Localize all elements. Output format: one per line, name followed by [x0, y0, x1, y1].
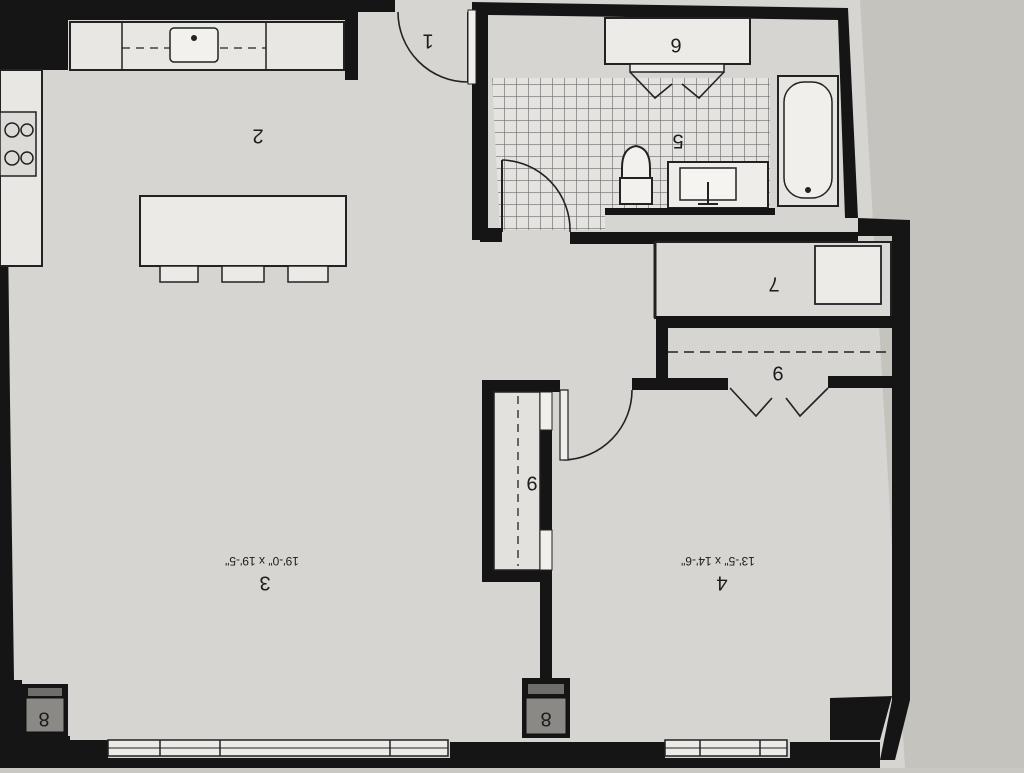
- cooktop: [0, 111, 37, 177]
- kitchen: [0, 21, 347, 283]
- bathroom: [480, 75, 858, 244]
- label-closet-bath: 6: [670, 34, 681, 56]
- bar-stools: [159, 265, 329, 283]
- bedroom-door: [559, 389, 633, 461]
- windows: [107, 739, 788, 757]
- bathtub-basin: [783, 81, 833, 199]
- kitchen-sink: [169, 27, 219, 63]
- closet-bedroom-bifold-door: [729, 387, 829, 418]
- living-closet: [493, 391, 553, 571]
- label-closet-living: 9: [526, 472, 537, 494]
- toilet-icon: [619, 144, 653, 205]
- kitchen-island: [139, 195, 347, 267]
- hvac-unit-left: [22, 684, 68, 736]
- label-bath: 5: [672, 130, 683, 152]
- label-living-dimensions: 19'-0" x 19'-5": [225, 554, 299, 568]
- laundry: [653, 241, 892, 319]
- entry-door: [397, 9, 477, 85]
- label-bedroom: 4: [716, 572, 727, 594]
- closet-bedroom-wall: [632, 316, 892, 418]
- hvac-unit-right: [522, 678, 570, 738]
- washer-dryer: [814, 245, 882, 305]
- label-closet-bedroom: 9: [772, 362, 783, 384]
- label-living: 3: [259, 572, 270, 594]
- label-bedroom-dimensions: 13'-5" x 14'-6": [681, 554, 755, 568]
- faucet-icon: [698, 182, 718, 205]
- label-laundry: 7: [768, 273, 779, 295]
- burner-icons: [4, 122, 34, 166]
- room-labels: 1 2 3 19'-0" x 19'-5" 4 13'-5" x 14'-6" …: [38, 30, 783, 730]
- sink-drain: [191, 35, 197, 41]
- bathtub-drain: [805, 187, 811, 193]
- label-hvac-right: 8: [540, 708, 551, 730]
- bath-door-swing: [501, 159, 571, 233]
- label-kitchen: 2: [252, 125, 263, 147]
- closet-bath: [604, 17, 751, 100]
- closet-bath-bifold-door: [629, 71, 725, 100]
- label-hvac-left: 8: [38, 708, 49, 730]
- label-entry: 1: [422, 30, 433, 52]
- bath-wall-south: [480, 208, 858, 244]
